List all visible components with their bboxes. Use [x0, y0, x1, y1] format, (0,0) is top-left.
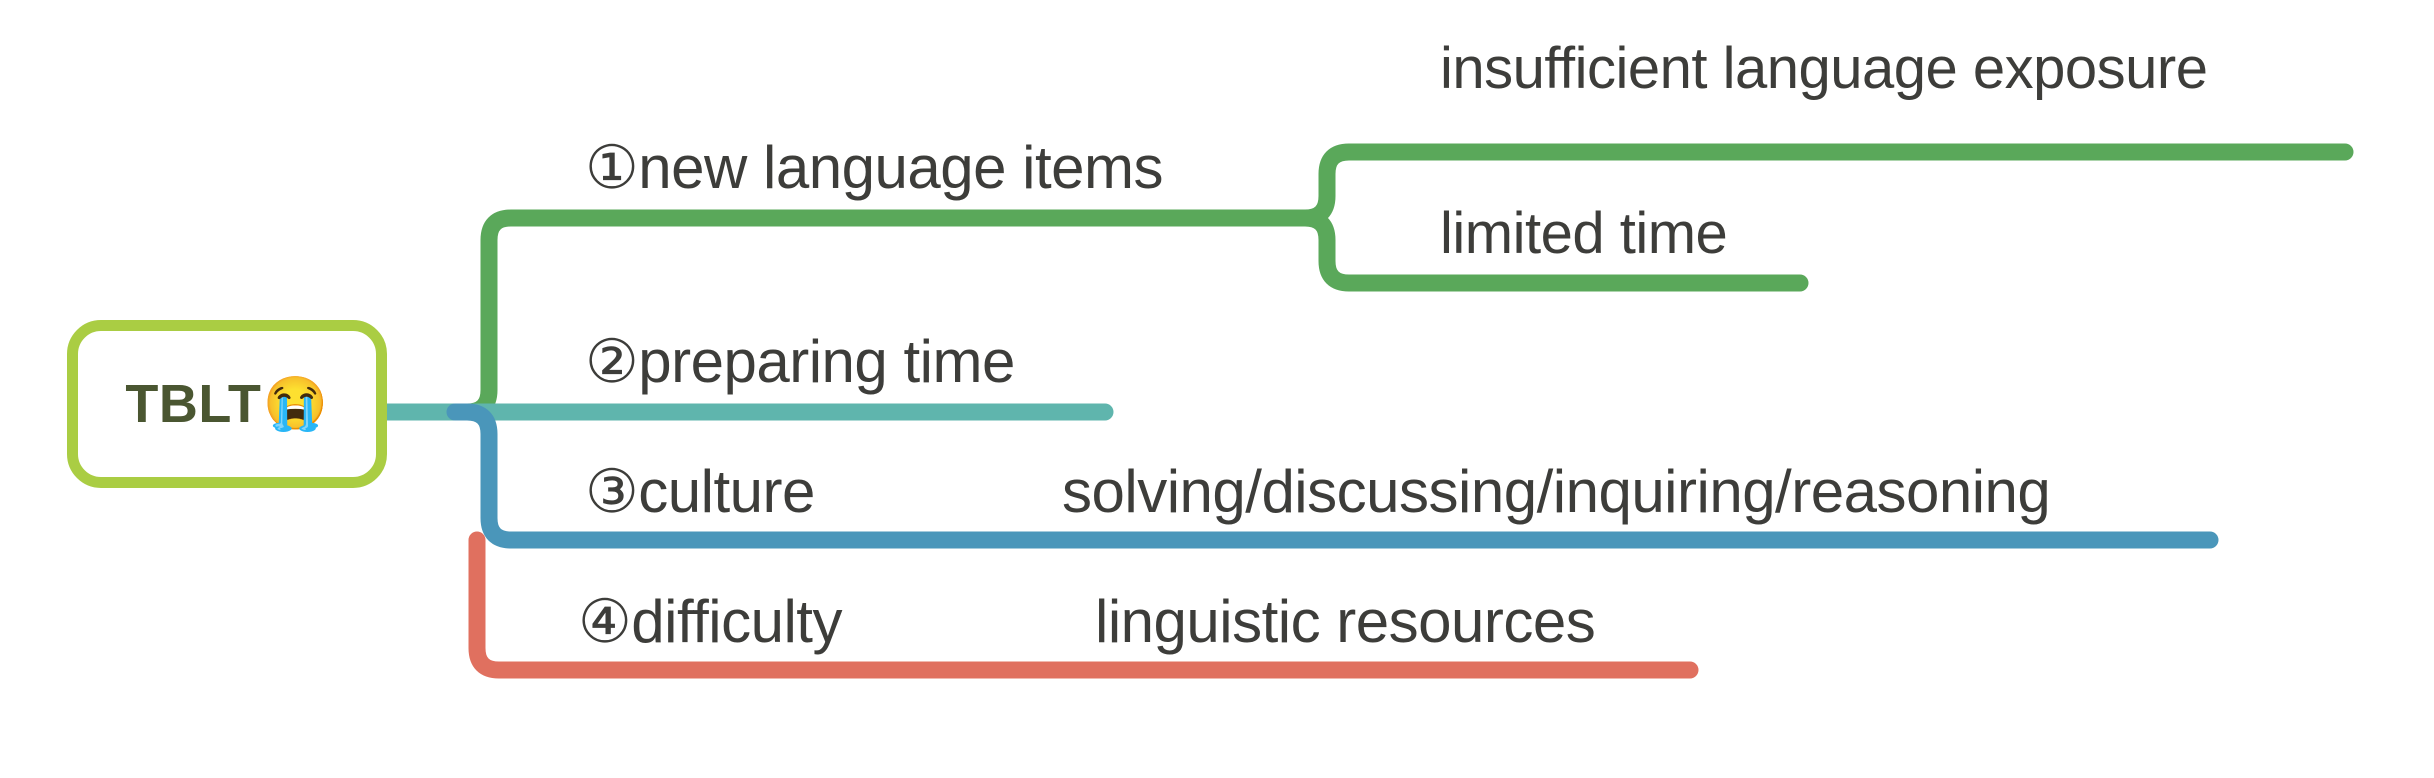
branch-1-child-1-label[interactable]: insufficient language exposure	[1440, 36, 2208, 101]
root-node-text: TBLT😭	[125, 377, 328, 431]
branch-3-extra-label[interactable]: solving/discussing/inquiring/reasoning	[1062, 458, 2051, 525]
branch-2-label[interactable]: ②preparing time	[585, 328, 1015, 395]
branch-4-extra-label[interactable]: linguistic resources	[1095, 588, 1596, 655]
loudly-crying-face-icon: 😭	[263, 375, 329, 433]
edge-branch-3	[446, 403, 2219, 549]
root-node[interactable]: TBLT😭	[67, 320, 387, 488]
root-node-label: TBLT	[125, 374, 262, 434]
edge-branch-1-child-2	[1296, 209, 1809, 292]
edge-branch-4	[468, 531, 1699, 679]
branch-4-label[interactable]: ④difficulty	[578, 588, 842, 655]
branch-3-label[interactable]: ③culture	[585, 458, 815, 525]
branch-1-child-2-label[interactable]: limited time	[1440, 201, 1728, 266]
branch-1-label[interactable]: ①new language items	[585, 134, 1163, 201]
